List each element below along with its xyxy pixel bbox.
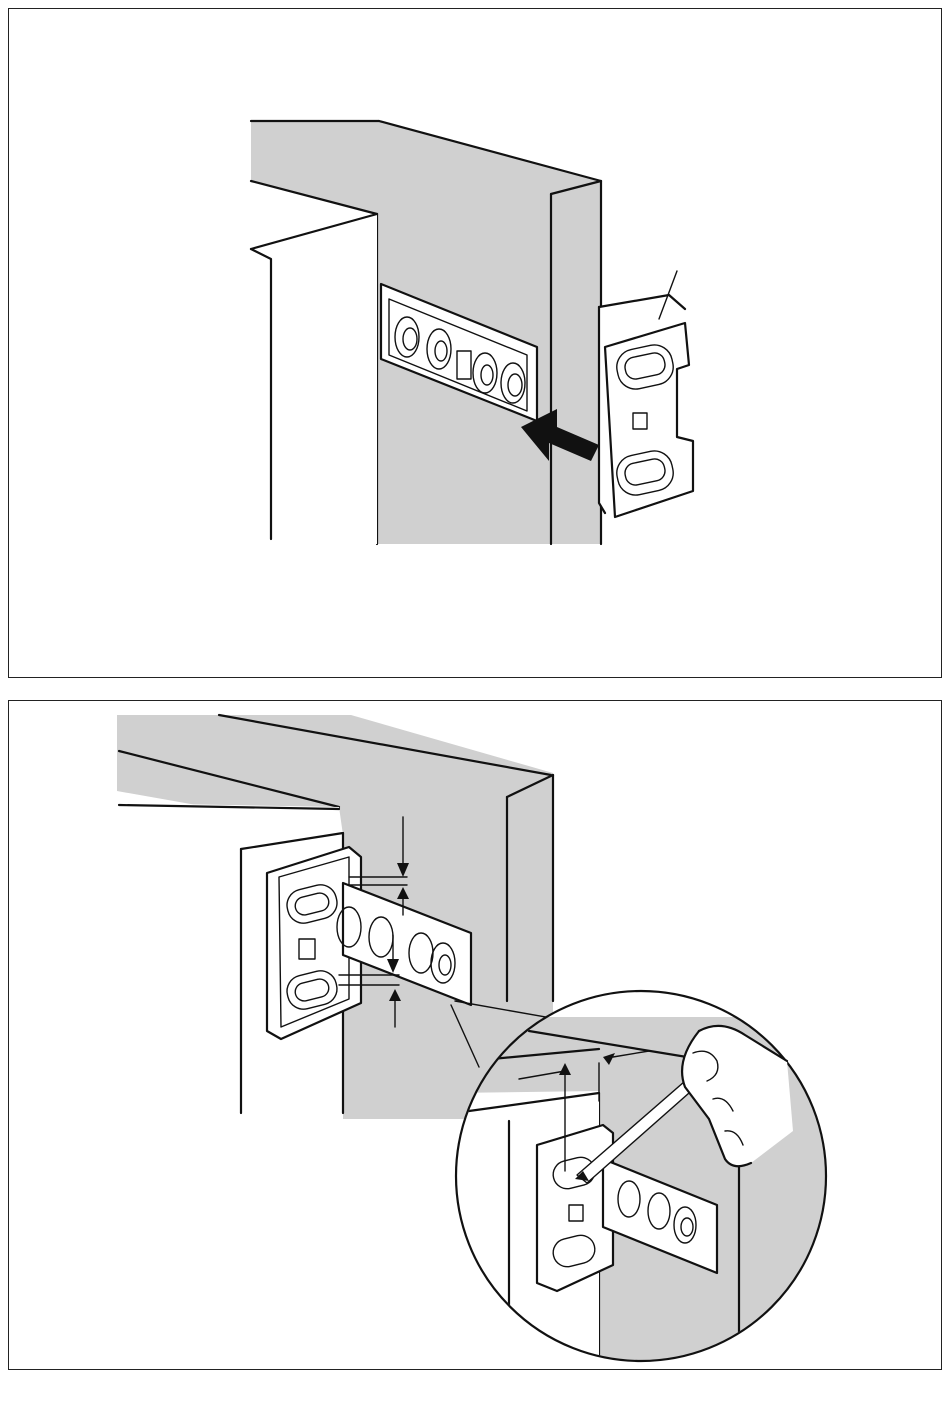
step-1-illustration (9, 9, 943, 679)
step-1-panel (8, 8, 942, 678)
step-2-illustration (9, 701, 943, 1371)
suspension-bracket (599, 271, 693, 517)
detail-magnifier (449, 991, 829, 1371)
step-2-panel (8, 700, 942, 1370)
